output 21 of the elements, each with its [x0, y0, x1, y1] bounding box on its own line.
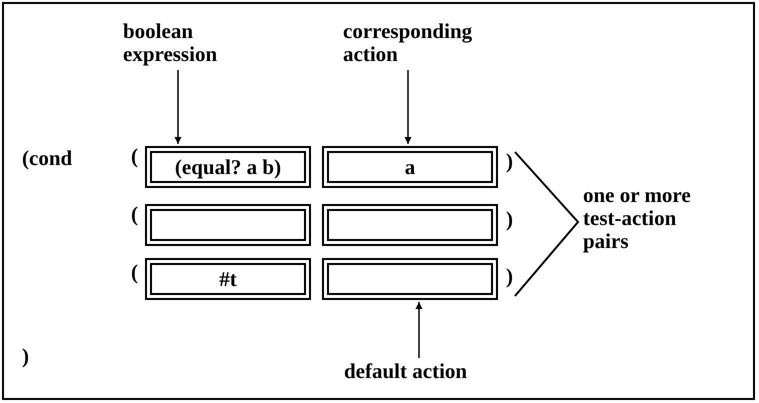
paren-text: )	[506, 150, 513, 173]
arrow	[404, 70, 412, 144]
paren-text: )	[506, 265, 513, 288]
arrow	[416, 302, 422, 358]
syntax-slot: (equal? a b)	[145, 146, 311, 188]
annotation-text: default action	[344, 360, 494, 383]
syntax-slot	[322, 258, 498, 300]
syntax-slot	[145, 204, 311, 246]
annotation-text: boolean expression	[123, 20, 233, 66]
paren-text: (	[131, 145, 138, 168]
paren-text: (	[131, 261, 138, 284]
annotation-text: corresponding action	[343, 20, 473, 66]
annotation-text: one or more test-action pairs	[583, 184, 692, 253]
arrow	[174, 70, 182, 144]
paren-text: )	[22, 345, 29, 368]
paren-text: (	[131, 203, 138, 226]
syntax-slot	[322, 204, 498, 246]
keyword-text: (cond	[22, 147, 72, 170]
paren-text: )	[506, 208, 513, 231]
syntax-slot: #t	[145, 258, 311, 300]
syntax-slot: a	[322, 146, 498, 188]
